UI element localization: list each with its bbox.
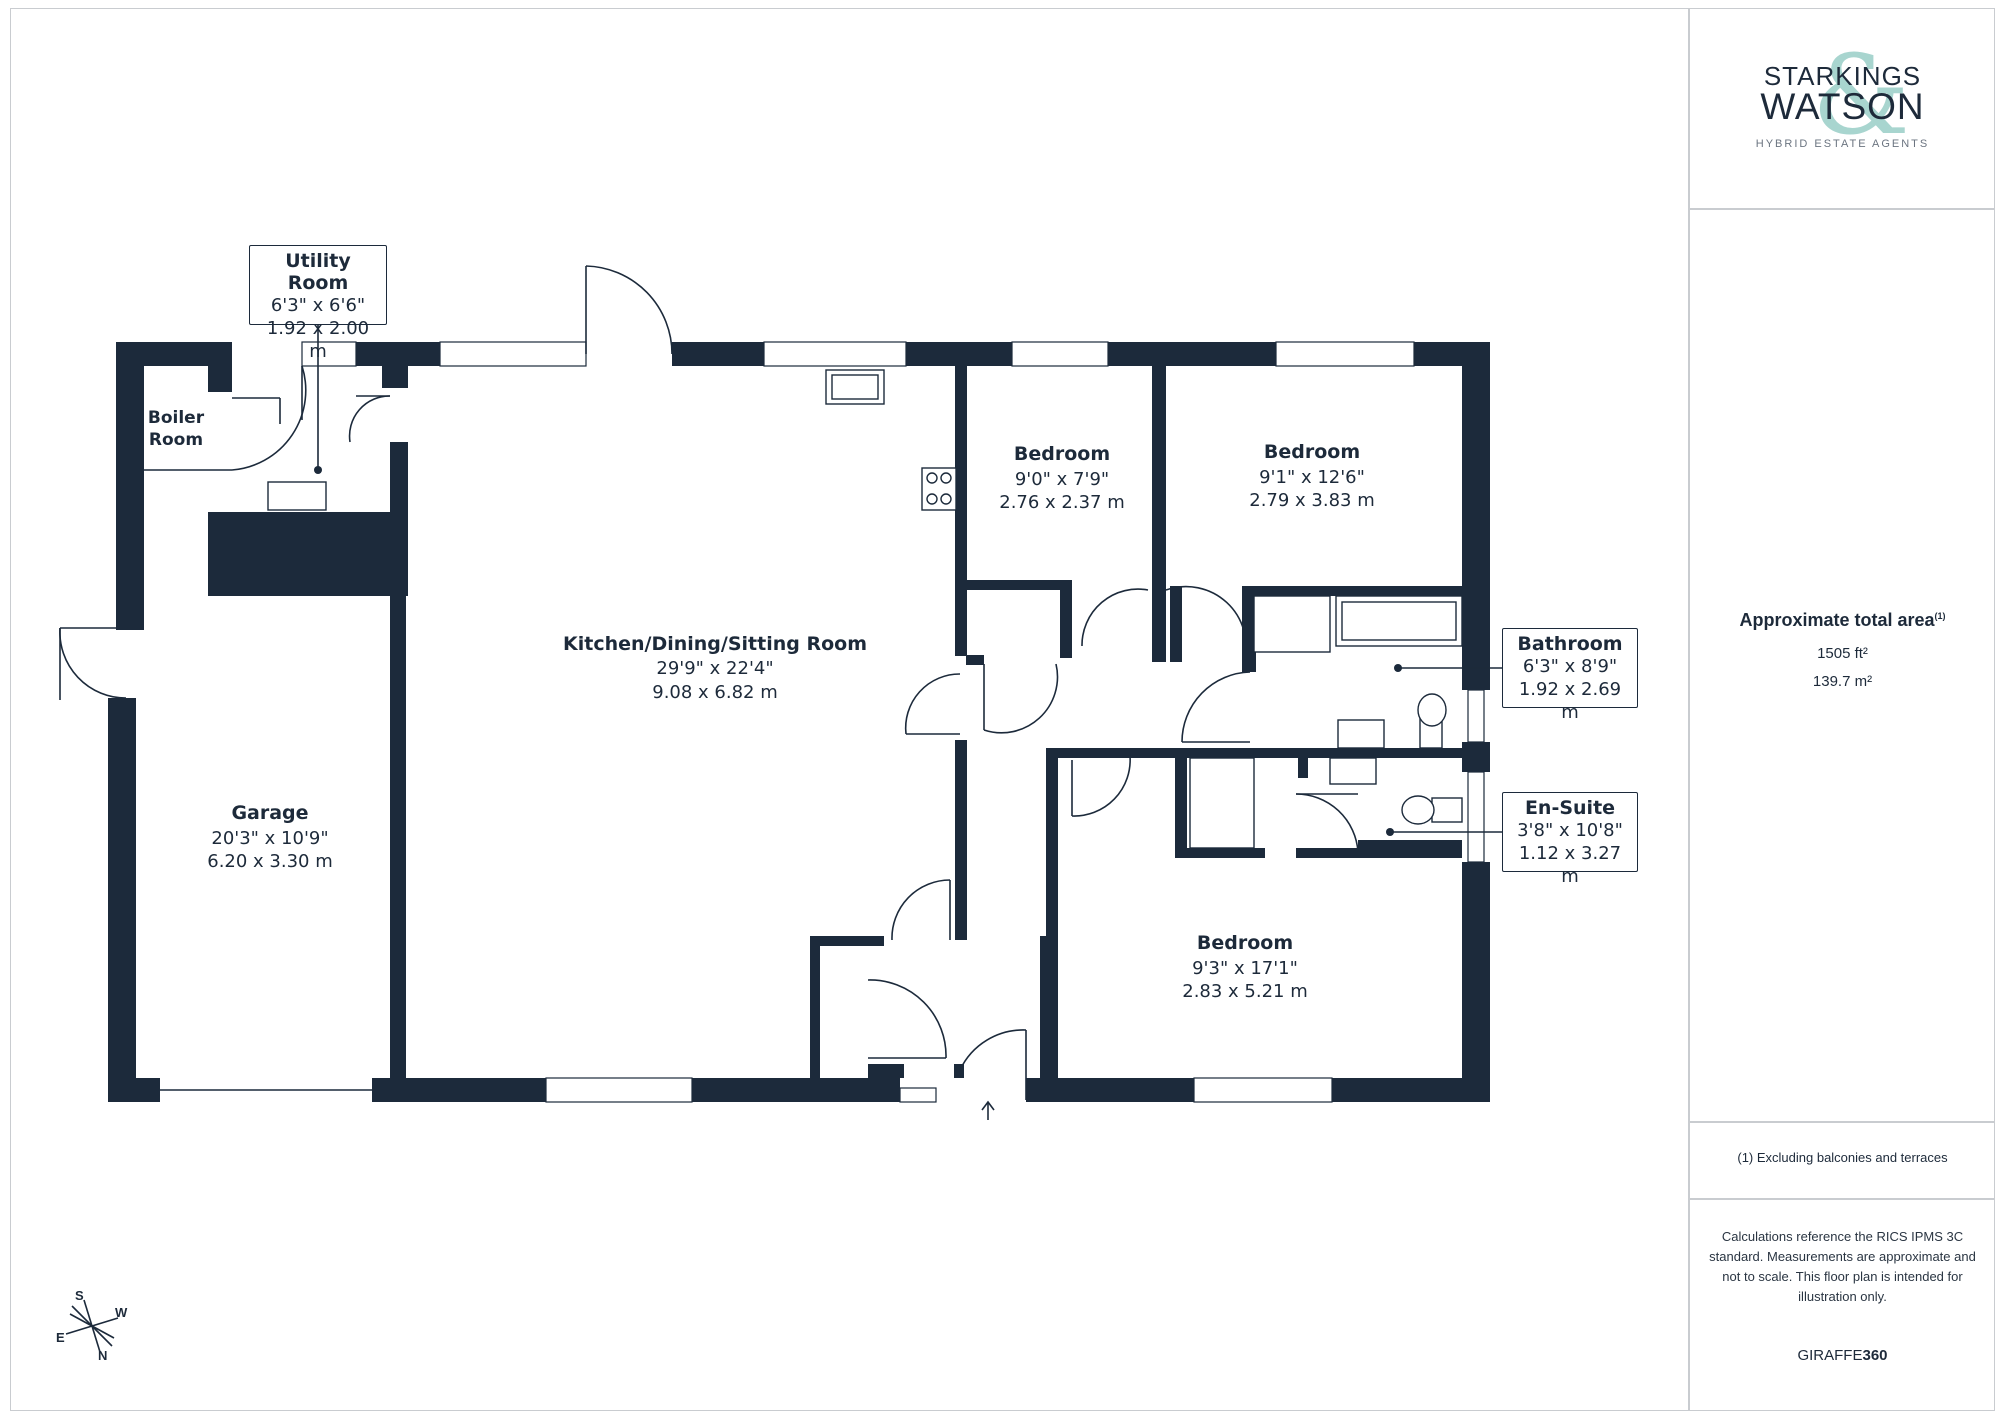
leader-lines [314,320,1502,836]
callout-dim-imperial: 6'3" x 8'9" [1522,656,1618,677]
area-sqm: 139.7 m² [1812,673,1873,690]
room-dim-metric: 2.79 x 3.83 m [1249,490,1375,511]
room-name: Garage [231,802,309,824]
compass-e: E [56,1330,65,1345]
callout-dim-metric: 1.92 x 2.00 m [266,318,370,362]
credit-logo: GIRAFFE360 [1700,1347,1985,1364]
disclaimer: Calculations reference the RICS IPMS 3C … [1709,1229,1976,1304]
area-footnote: (1) Excluding balconies and terraces [1737,1150,1948,1165]
brand-tagline: HYBRID ESTATE AGENTS [1755,138,1930,150]
room-dim-metric: 2.83 x 5.21 m [1182,981,1308,1002]
sidebar-rule [1689,1198,1995,1200]
callout-dim-imperial: 6'3" x 6'6" [270,295,366,316]
room-name: Bedroom [1013,443,1111,465]
brand-line1: STARKINGS [1763,61,1922,91]
room-dim-metric: 6.20 x 3.30 m [207,851,333,872]
room-name: Kitchen/Dining/Sitting Room [563,633,867,655]
compass-rose [65,1299,119,1353]
brand-line2: WATSON [1760,86,1925,127]
callout-name: Bathroom [1517,633,1623,655]
callout-dim-metric: 1.12 x 3.27 m [1518,843,1622,887]
room-dim-metric: 2.76 x 2.37 m [999,492,1125,513]
callout-utility-room: Utility Room 6'3" x 6'6" 1.92 x 2.00 m [249,245,387,362]
outer-walls [108,342,1490,1102]
room-name: Bedroom [1263,441,1361,463]
sidebar-rule [1689,208,1995,210]
room-dim-imperial: 9'0" x 7'9" [1014,469,1110,490]
callout-bathroom: Bathroom 6'3" x 8'9" 1.92 x 2.69 m [1502,628,1638,723]
room-dim-metric: 9.08 x 6.82 m [652,682,778,703]
area-title-text: Approximate total area [1739,610,1935,630]
interior-walls [208,366,1464,1078]
callout-dim-metric: 1.92 x 2.69 m [1518,679,1622,723]
windows [160,341,1485,1103]
fixtures [267,369,1463,849]
callout-name: En-Suite [1524,797,1616,819]
area-sqft: 1505 ft² [1817,645,1868,662]
credit-part1: GIRAFFE [1797,1347,1863,1364]
area-title: Approximate total area(1) [1700,610,1985,631]
doors [59,265,1359,1100]
compass-w: W [115,1305,128,1320]
room-dim-imperial: 20'3" x 10'9" [211,828,329,849]
sidebar-divider [1688,8,1690,1411]
sidebar-rule [1689,1121,1995,1123]
area-title-sup: (1) [1934,611,1946,621]
room-name: Bedroom [1196,932,1294,954]
room-dim-imperial: 9'1" x 12'6" [1259,467,1365,488]
room-name-line1: Boiler [147,408,205,428]
compass-s: S [75,1288,84,1303]
page-frame [10,8,1995,1411]
compass-n: N [98,1348,108,1363]
callout-en-suite: En-Suite 3'8" x 10'8" 1.12 x 3.27 m [1502,792,1638,887]
brand-logo-amp: & [1812,31,1910,159]
callout-dim-imperial: 3'8" x 10'8" [1517,820,1623,841]
floor-plan [59,265,1502,1353]
entrance-arrow [981,1100,995,1120]
room-dim-imperial: 9'3" x 17'1" [1192,958,1298,979]
credit-part2: 360 [1862,1347,1888,1364]
brand-logo: STARKINGS WATSON HYBRID ESTATE AGENTS [1690,62,1995,150]
room-name-line2: Room [148,430,204,450]
room-dim-imperial: 29'9" x 22'4" [656,658,774,679]
callout-name: Utility Room [285,250,351,294]
